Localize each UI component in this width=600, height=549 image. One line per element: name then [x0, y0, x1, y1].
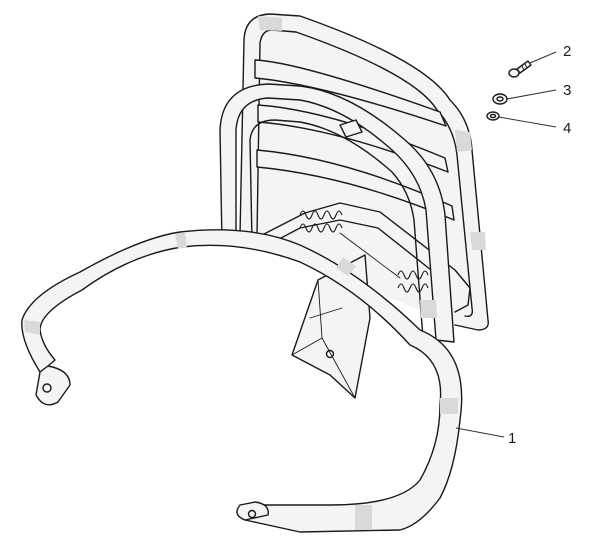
spacer-part-4: [486, 111, 500, 121]
callout-1: 1: [508, 430, 516, 447]
screw-part-2: [508, 60, 532, 78]
callout-3: 3: [563, 82, 571, 99]
leader-line-1: [455, 427, 505, 438]
callout-4: 4: [563, 120, 571, 137]
leader-line-2: [529, 51, 557, 64]
leader-line-4: [498, 116, 557, 128]
washer-part-3: [492, 93, 508, 105]
front-loop-frame: [219, 83, 455, 343]
leader-line-3: [506, 89, 557, 100]
spring-hinge-mechanism: [261, 202, 471, 313]
main-rack-tube: [21, 229, 463, 533]
fastener-hardware: [486, 60, 532, 121]
callout-2: 2: [563, 43, 571, 60]
leader-lines: [455, 51, 557, 438]
